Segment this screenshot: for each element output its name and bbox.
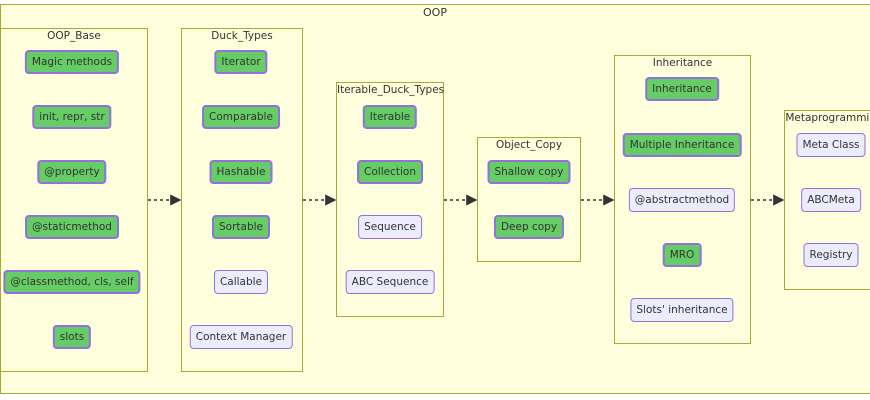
node-inheritance: Inheritance <box>645 77 719 101</box>
diagram-title: OOP <box>423 6 447 19</box>
node-magic-methods: Magic methods <box>24 50 120 74</box>
node-mro: MRO <box>662 243 702 267</box>
group-title: Metaprogramming <box>785 112 870 124</box>
group-title: Iterable_Duck_Types <box>337 84 445 96</box>
node-abc-sequence: ABC Sequence <box>345 270 435 294</box>
node-multiple-inheritance: Multiple Inheritance <box>622 133 742 157</box>
node-shallow-copy: Shallow copy <box>487 160 571 184</box>
node-iterable: Iterable <box>362 105 418 129</box>
node-collection: Collection <box>357 160 423 184</box>
group-oop-base: OOP_Base <box>0 28 148 372</box>
node-sortable: Sortable <box>212 215 270 239</box>
node-meta-class: Meta Class <box>796 133 866 157</box>
node-context-manager: Context Manager <box>189 325 293 349</box>
node-slots: slots <box>52 325 92 349</box>
node-sequence: Sequence <box>358 215 422 239</box>
node-slots-inheritance: Slots' inheritance <box>630 298 734 322</box>
node-classmethod-cls-self: @classmethod, cls, self <box>3 270 141 294</box>
node-comparable: Comparable <box>202 105 280 129</box>
node-callable: Callable <box>213 270 269 294</box>
node-property: @property <box>37 160 107 184</box>
node-deep-copy: Deep copy <box>493 215 565 239</box>
group-object-copy: Object_Copy <box>477 137 581 262</box>
group-title: Duck_Types <box>211 30 273 42</box>
node-abcmeta: ABCMeta <box>801 188 861 212</box>
node-registry: Registry <box>803 243 859 267</box>
group-title: Object_Copy <box>495 139 563 151</box>
node-hashable: Hashable <box>209 160 273 184</box>
node-init-repr-str: init, repr, str <box>32 105 112 129</box>
group-duck-types: Duck_Types <box>181 28 303 372</box>
node-abstractmethod: @abstractmethod <box>628 188 736 212</box>
node-staticmethod: @staticmethod <box>25 215 119 239</box>
group-title: Inheritance <box>652 57 713 69</box>
group-title: OOP_Base <box>47 30 101 42</box>
node-iterator: Iterator <box>214 50 268 74</box>
